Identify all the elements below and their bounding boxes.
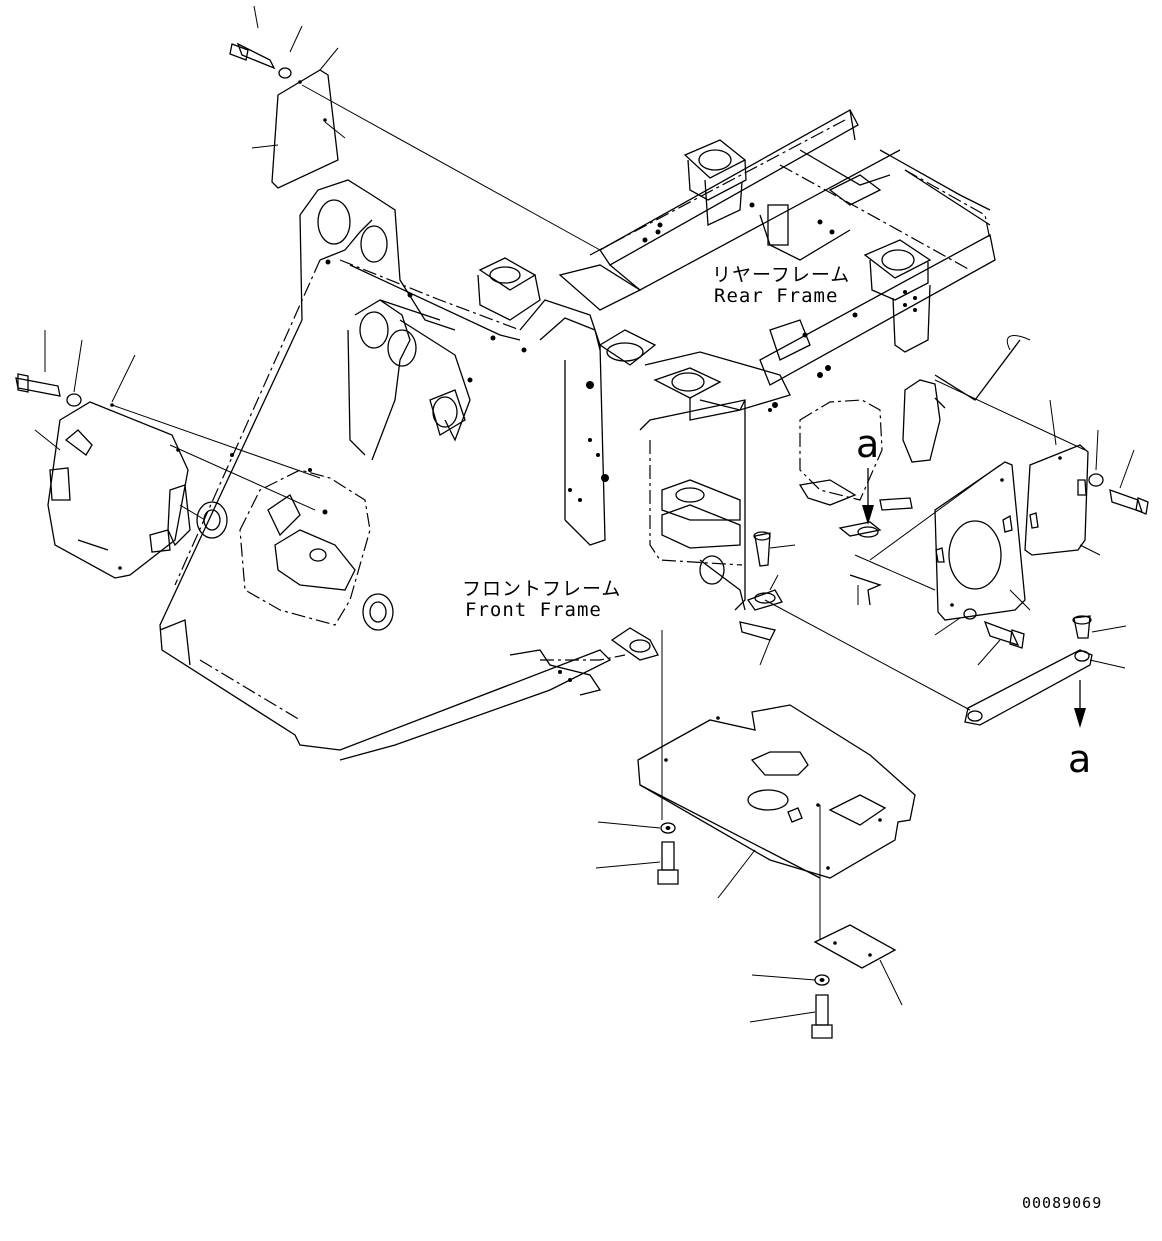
top-left-cover-assembly [229,5,601,251]
rear-mount-right [863,239,932,353]
rear-frame-japanese-label: リヤーフレーム [712,264,851,286]
rear-frame-drawing [477,109,996,421]
view-reference-a-lower: a [1068,737,1092,781]
view-reference-a-upper: a [856,422,880,466]
front-frame-japanese-label: フロントフレーム [462,578,622,600]
drawing-number: 00089069 [1022,1194,1103,1212]
rear-frame-bolt-dots [642,202,858,412]
right-side-cover-assembly [798,335,1149,666]
view-arrow-upper [838,468,882,606]
left-side-cover-assembly [15,330,321,579]
pin-and-stay-assembly [739,531,1127,728]
front-frame-drawing [159,179,746,761]
under-cover-assembly [595,630,916,1039]
rear-mount-left [683,139,747,226]
rear-frame-english-label: Rear Frame [714,285,839,307]
front-frame-english-label: Front Frame [465,599,602,621]
